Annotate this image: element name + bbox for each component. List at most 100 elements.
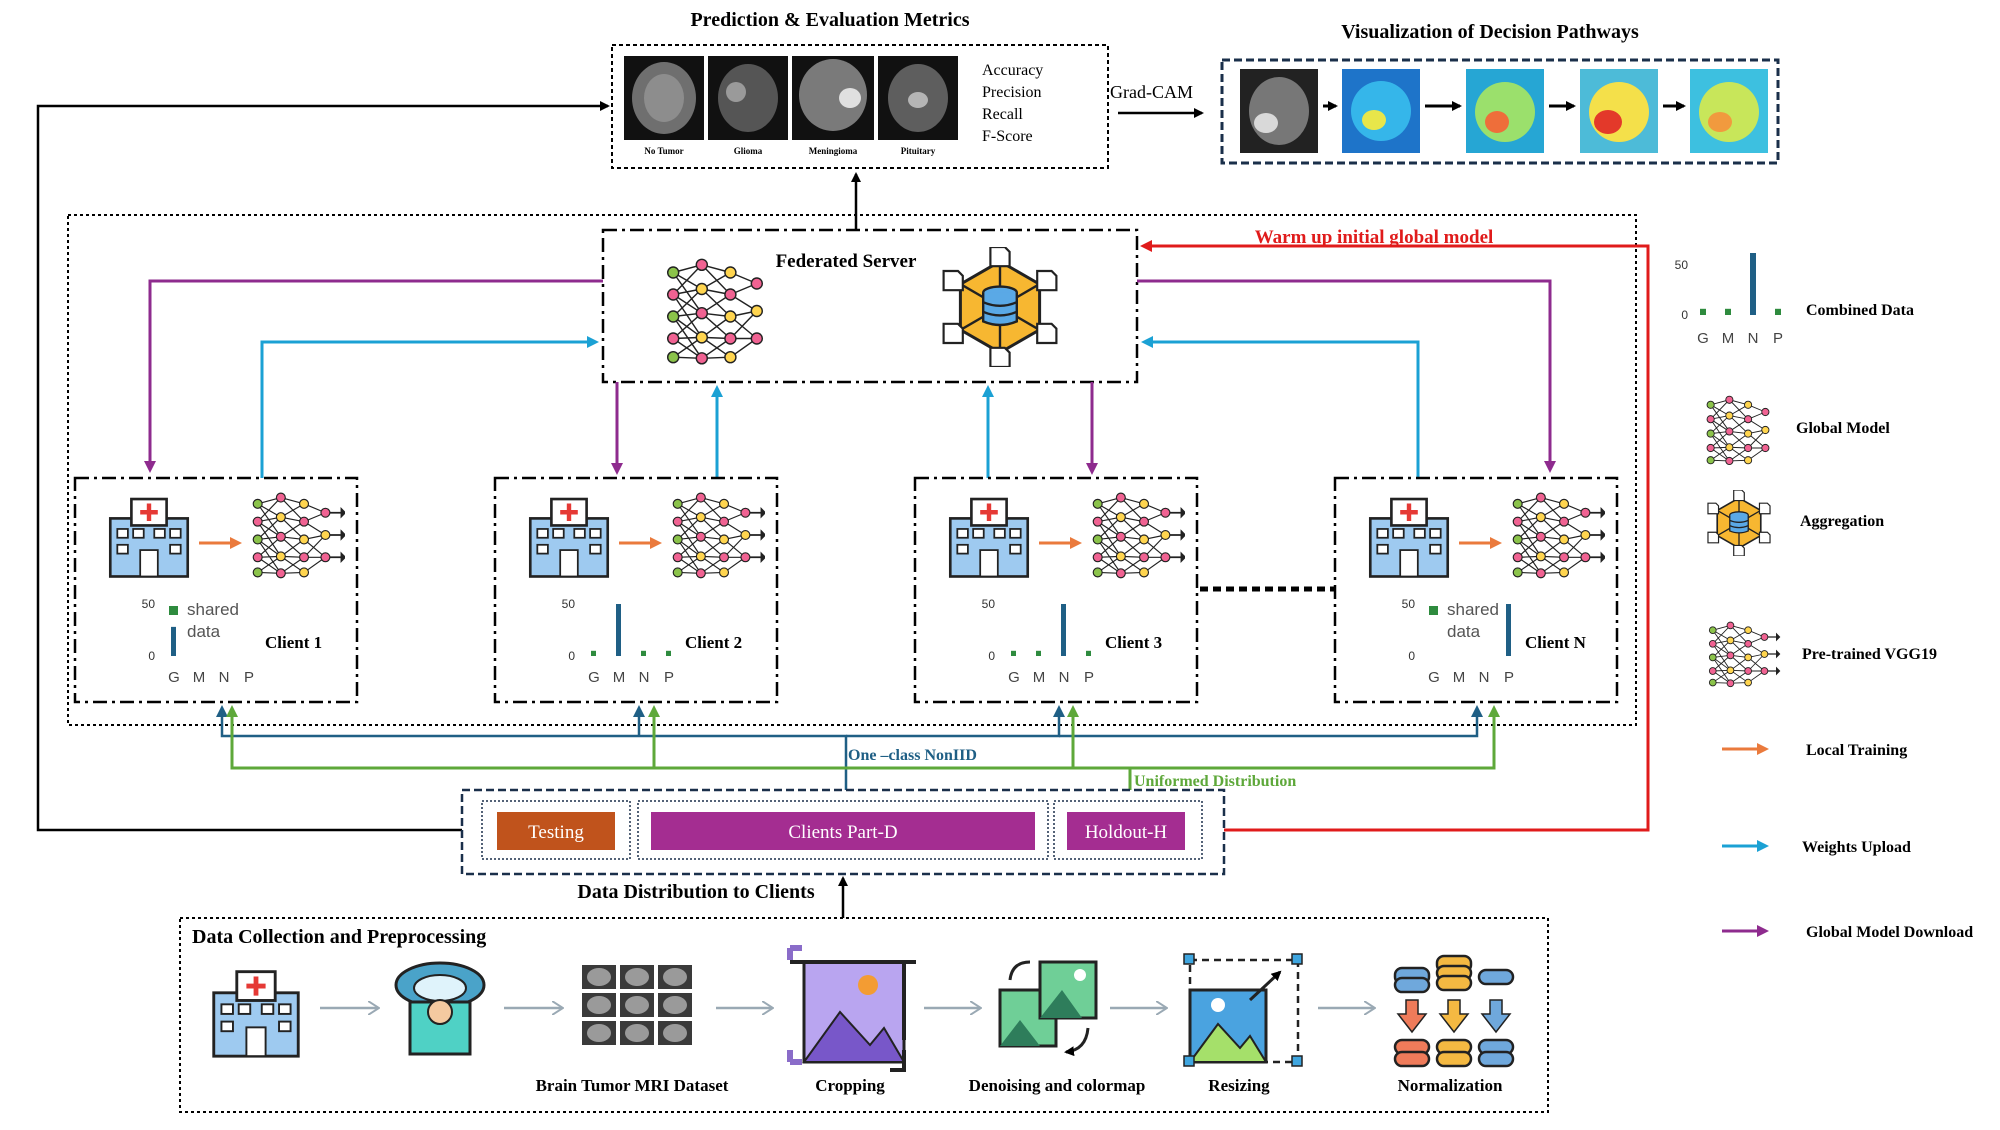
- metric-accuracy: Accuracy: [982, 62, 1043, 79]
- mri-label-meningioma: Meningioma: [809, 146, 858, 156]
- legend-chart-bar-M: [1725, 308, 1731, 315]
- testing-to-prediction-arrow: [36, 101, 610, 832]
- chart-bar-N: [641, 650, 646, 656]
- uniform-lines: [226, 705, 1500, 790]
- heatmap-hotspot: [1485, 111, 1509, 133]
- chart-xtick-N: N: [639, 669, 650, 686]
- chart-xtick-G: G: [168, 669, 180, 686]
- heatmap-hotspot: [1708, 112, 1732, 132]
- chart-xtick-P: P: [1504, 669, 1514, 686]
- legend-weights-upload-label: Weights Upload: [1802, 839, 1911, 856]
- mri-label-pituitary: Pituitary: [901, 146, 936, 156]
- legend-vgg19-label: Pre-trained VGG19: [1802, 646, 1937, 663]
- chart-xtick-M: M: [1453, 669, 1466, 686]
- one-class-label: One –class NonIID: [848, 747, 977, 764]
- step-label-normalization: Normalization: [1398, 1076, 1503, 1095]
- mri-brain-detail: [726, 82, 746, 102]
- mri-brain-detail: [908, 92, 928, 108]
- chart-ytick-0: 0: [988, 649, 995, 663]
- step-label-cropping: Cropping: [815, 1076, 885, 1095]
- prediction-section: Prediction & Evaluation Metrics No Tumor…: [611, 9, 1109, 169]
- testing-label: Testing: [528, 822, 584, 843]
- mri-thumbnails: [624, 56, 958, 140]
- chart-ytick-0: 0: [568, 649, 575, 663]
- chart-bar-G: [1011, 650, 1016, 656]
- warmup-arrow: [1140, 240, 1650, 832]
- legend-aggregation-icon: [1707, 490, 1771, 556]
- legend-aggregation-label: Aggregation: [1800, 513, 1884, 530]
- one-class-branch-line: [1059, 705, 1483, 738]
- chart-xtick-G: G: [1428, 669, 1440, 686]
- one-class-branch-line: [216, 705, 848, 790]
- heatmap-blob: [1351, 81, 1411, 141]
- client-name: Client N: [1525, 633, 1587, 652]
- chart-xtick-N: N: [1059, 669, 1070, 686]
- chart-xtick-M: M: [613, 669, 626, 686]
- clients-part-label: Clients Part-D: [788, 822, 897, 843]
- clients-frame: [637, 800, 1049, 860]
- legend-chart-xtick-M: M: [1722, 330, 1735, 347]
- mri-label-no-tumor: No Tumor: [644, 146, 683, 156]
- client-box: [913, 476, 1199, 704]
- holdout-label: Holdout-H: [1085, 822, 1168, 843]
- chart-ytick-50: 50: [1402, 597, 1416, 611]
- federated-server-title: Federated Server: [776, 251, 917, 272]
- chart-bar-P: [1086, 650, 1091, 656]
- metric-precision: Precision: [982, 84, 1042, 101]
- heatmap-blob: [1589, 82, 1649, 142]
- visualization-section: Visualization of Decision Pathways: [1220, 21, 1780, 165]
- download-arrow-client-n: [1137, 279, 1556, 473]
- chart-bar-G: [171, 626, 176, 656]
- legend-global-model-label: Global Model: [1796, 420, 1890, 437]
- legend-global-download-label: Global Model Download: [1806, 924, 1973, 941]
- heatmap-brain: [1249, 77, 1309, 145]
- clients-partition: [651, 812, 1035, 850]
- heatmap-hotspot: [1362, 110, 1386, 130]
- client-box: [1333, 476, 1619, 704]
- chart-xtick-P: P: [244, 669, 254, 686]
- legend-chart-ytick-50: 50: [1675, 258, 1689, 272]
- uniform-label: Uniformed Distribution: [1134, 773, 1296, 790]
- client-box: [73, 476, 359, 704]
- chart-ytick-50: 50: [562, 597, 576, 611]
- chart-bar-N: [1061, 604, 1066, 656]
- chart-xtick-N: N: [219, 669, 230, 686]
- client-name: Client 1: [265, 633, 322, 652]
- metric-fscore: F-Score: [982, 128, 1033, 145]
- uniform-branch-line: [226, 705, 1132, 790]
- holdout-partition: [1067, 812, 1185, 850]
- mri-brain-shape: [718, 64, 778, 132]
- shared-data-label: shared: [1447, 600, 1499, 619]
- pipeline-title: Data Collection and Preprocessing: [192, 926, 486, 948]
- shared-data-label: data: [1447, 622, 1481, 641]
- chart-bar-M: [1036, 650, 1041, 656]
- chart-xtick-P: P: [1084, 669, 1094, 686]
- mri-brain-detail: [839, 88, 861, 108]
- holdout-frame: [1053, 800, 1203, 860]
- heatmap-blob: [1475, 82, 1535, 142]
- pipeline-denoising-icon: [998, 960, 1098, 1052]
- chart-xtick-N: N: [1479, 669, 1490, 686]
- shared-data-label: shared: [187, 600, 239, 619]
- testing-partition: [497, 812, 615, 850]
- legend-chart-bar-P: [1775, 308, 1781, 315]
- legend-chart-xtick-G: G: [1697, 330, 1709, 347]
- legend-chart-bar-G: [1700, 308, 1706, 315]
- mri-brain-detail: [644, 74, 684, 122]
- chart-xtick-G: G: [588, 669, 600, 686]
- legend-chart-bar-N: [1750, 253, 1756, 315]
- legend-vgg19-icon: [1709, 622, 1779, 687]
- legend-chart-xtick-N: N: [1748, 330, 1759, 347]
- client-box: [493, 476, 779, 704]
